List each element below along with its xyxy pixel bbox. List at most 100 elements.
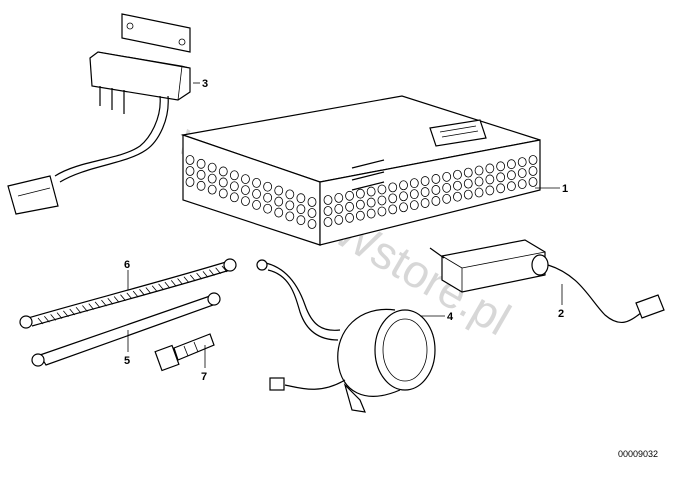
- perforation-hole: [420, 187, 430, 197]
- perforation-hole: [263, 181, 273, 192]
- perforation-hole: [431, 196, 441, 206]
- braid-stroke: [139, 289, 145, 296]
- callout-2: 2: [558, 308, 564, 320]
- perforation-hole: [431, 185, 441, 195]
- braid-stroke: [170, 280, 177, 287]
- braid-stroke: [63, 310, 69, 318]
- braid-stroke: [202, 271, 209, 278]
- perforation-hole: [307, 208, 317, 218]
- braid-stroke: [50, 314, 56, 321]
- callout-5: 5: [124, 355, 130, 367]
- perforation-hole: [377, 206, 387, 217]
- perforation-hole: [207, 162, 217, 173]
- braid-stroke: [82, 305, 88, 312]
- braid-stroke: [94, 301, 101, 309]
- perforation-hole: [474, 187, 484, 198]
- perforation-hole: [196, 180, 206, 191]
- perforation-hole: [496, 172, 506, 183]
- braid-stroke: [126, 292, 133, 300]
- braid-stroke: [75, 306, 82, 314]
- perforation-hole: [388, 204, 398, 215]
- callout-4: 4: [447, 311, 454, 323]
- perforation-hole: [366, 186, 376, 197]
- braid-stroke: [101, 299, 107, 307]
- perforation-hole: [453, 191, 462, 202]
- perforation-hole: [207, 173, 217, 184]
- perforation-hole: [507, 181, 516, 192]
- perforation-hole: [474, 176, 484, 187]
- perforation-hole: [431, 174, 441, 184]
- part-2-sensor: [429, 239, 665, 323]
- perforation-hole: [463, 167, 473, 178]
- braid-stroke: [196, 272, 202, 280]
- perforation-hole: [399, 202, 408, 213]
- perforation-hole: [323, 206, 333, 216]
- perforation-hole: [218, 177, 228, 188]
- braid-stroke: [107, 298, 114, 305]
- perforation-hole: [263, 203, 273, 214]
- braid-stroke: [37, 317, 44, 325]
- perforation-hole: [496, 161, 506, 172]
- perforation-hole: [229, 192, 239, 203]
- perforation-hole: [252, 178, 261, 188]
- perforation-hole: [528, 177, 538, 187]
- perforation-hole: [517, 157, 527, 168]
- perforation-hole: [218, 166, 228, 177]
- braid-stroke: [177, 278, 183, 285]
- perforation-hole: [296, 215, 306, 226]
- braid-stroke: [151, 285, 158, 292]
- braid-stroke: [44, 315, 50, 323]
- perforation-hole: [185, 166, 195, 176]
- perforation-hole: [355, 210, 365, 221]
- perforation-hole: [485, 185, 495, 196]
- perforation-hole: [207, 184, 217, 195]
- perforation-hole: [185, 155, 195, 165]
- perforation-hole: [474, 165, 484, 176]
- perforation-hole: [334, 203, 344, 214]
- part-6-braided-strap: [19, 258, 237, 329]
- braid-stroke: [215, 267, 221, 275]
- perforation-hole: [307, 219, 317, 229]
- perforation-hole: [285, 189, 295, 200]
- perforation-hole: [485, 163, 495, 174]
- perforation-hole: [399, 180, 408, 191]
- perforation-hole: [453, 180, 462, 191]
- perforation-hole: [442, 182, 452, 193]
- perforation-hole: [507, 159, 516, 170]
- perforation-hole: [345, 201, 354, 212]
- part-4-holder-ring: [256, 259, 436, 413]
- callout-3: 3: [202, 78, 208, 90]
- perforation-hole: [229, 181, 239, 192]
- perforation-hole: [263, 192, 273, 203]
- perforation-hole: [323, 195, 333, 205]
- perforation-hole: [442, 171, 452, 182]
- braid-stroke: [56, 312, 63, 319]
- perforation-hole: [507, 170, 516, 181]
- braid-stroke: [113, 296, 120, 303]
- perforation-hole: [420, 198, 430, 208]
- perforation-hole: [409, 178, 419, 189]
- perforation-hole: [323, 217, 333, 227]
- perforation-hole: [463, 189, 473, 200]
- braid-stroke: [158, 283, 164, 291]
- braid-stroke: [209, 269, 215, 276]
- perforation-hole: [241, 185, 250, 195]
- perforation-hole: [285, 200, 295, 211]
- perforation-hole: [274, 207, 284, 218]
- braid-stroke: [120, 294, 126, 301]
- braid-stroke: [189, 274, 196, 282]
- perforation-hole: [377, 195, 387, 206]
- perforation-hole: [252, 200, 261, 210]
- perforation-hole: [274, 196, 284, 207]
- braid-stroke: [88, 303, 95, 310]
- perforation-hole: [218, 188, 228, 199]
- perforation-hole: [399, 191, 408, 202]
- part-7-bolt: [154, 333, 215, 372]
- braid-stroke: [183, 276, 190, 284]
- perforation-hole: [517, 168, 527, 179]
- perforation-hole: [496, 183, 506, 194]
- perforation-hole: [334, 214, 344, 225]
- perforation-hole: [409, 189, 419, 200]
- perforation-hole: [196, 169, 206, 180]
